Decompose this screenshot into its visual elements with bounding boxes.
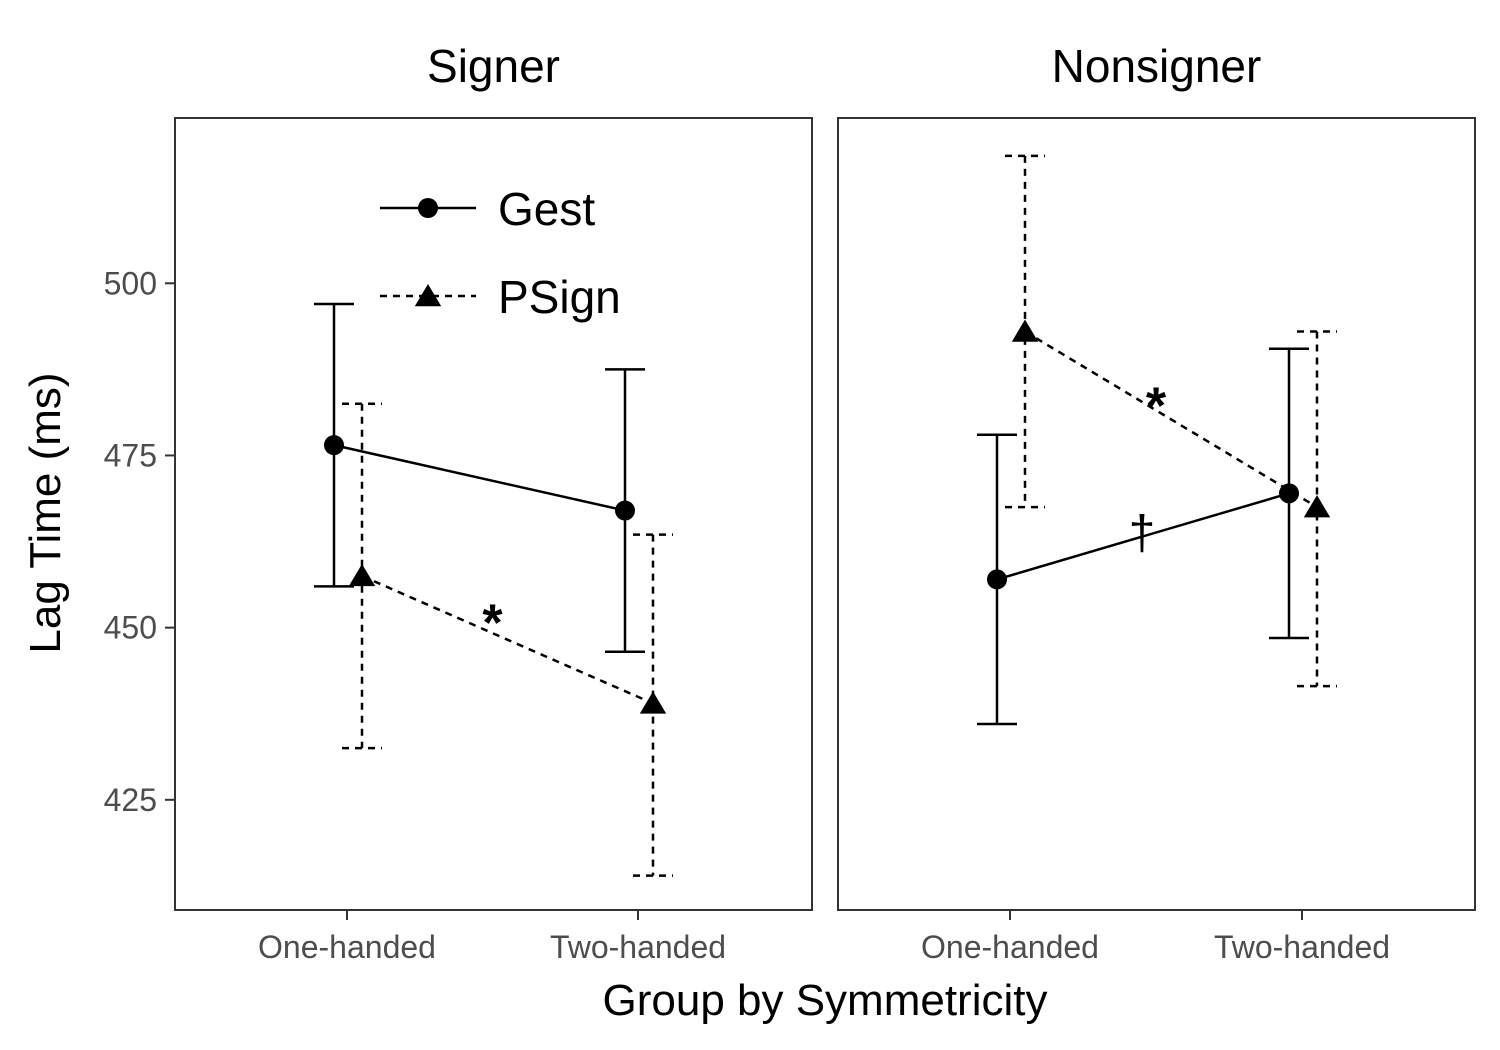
legend-triangle-marker (414, 284, 442, 307)
data-point-circle (324, 435, 344, 456)
panel-title: Nonsigner (1052, 40, 1262, 92)
panel-border (837, 117, 1476, 911)
x-tick-label: Two-handed (550, 929, 726, 965)
series-psign (1005, 154, 1337, 688)
series-line (333, 443, 626, 512)
y-tick-label: 450 (104, 610, 157, 646)
x-tick-label: One-handed (258, 929, 436, 965)
series-line (361, 574, 654, 705)
series-line (996, 492, 1290, 581)
legend-circle-marker (418, 198, 438, 218)
data-point-triangle (639, 691, 667, 714)
y-axis-title: Lag Time (ms) (21, 372, 70, 653)
significance-asterisk: * (1146, 377, 1167, 435)
series-gest (977, 347, 1309, 726)
legend-item-psign: PSign (380, 271, 621, 323)
x-axis-title: Group by Symmetricity (603, 976, 1048, 1025)
series-line (1024, 330, 1318, 509)
panel-title: Signer (427, 40, 560, 92)
series-psign (342, 402, 673, 877)
legend-label: Gest (498, 183, 595, 235)
x-tick-label: One-handed (921, 929, 1099, 965)
panel-border (174, 117, 813, 911)
y-tick-label: 500 (104, 265, 157, 301)
data-point-triangle (1303, 495, 1331, 518)
data-point-circle (615, 500, 635, 521)
error-bar (1297, 330, 1337, 688)
legend-label: PSign (498, 271, 621, 323)
y-tick-label: 475 (104, 437, 157, 473)
legend-item-gest: Gest (380, 183, 595, 235)
series-gest (314, 302, 645, 653)
x-tick-label: Two-handed (1214, 929, 1390, 965)
significance-asterisk: * (482, 594, 503, 652)
data-point-triangle (348, 563, 376, 587)
data-point-circle (987, 569, 1007, 590)
y-tick-label: 425 (104, 782, 157, 818)
data-point-triangle (1011, 319, 1039, 342)
significance-dagger: † (1129, 507, 1156, 560)
